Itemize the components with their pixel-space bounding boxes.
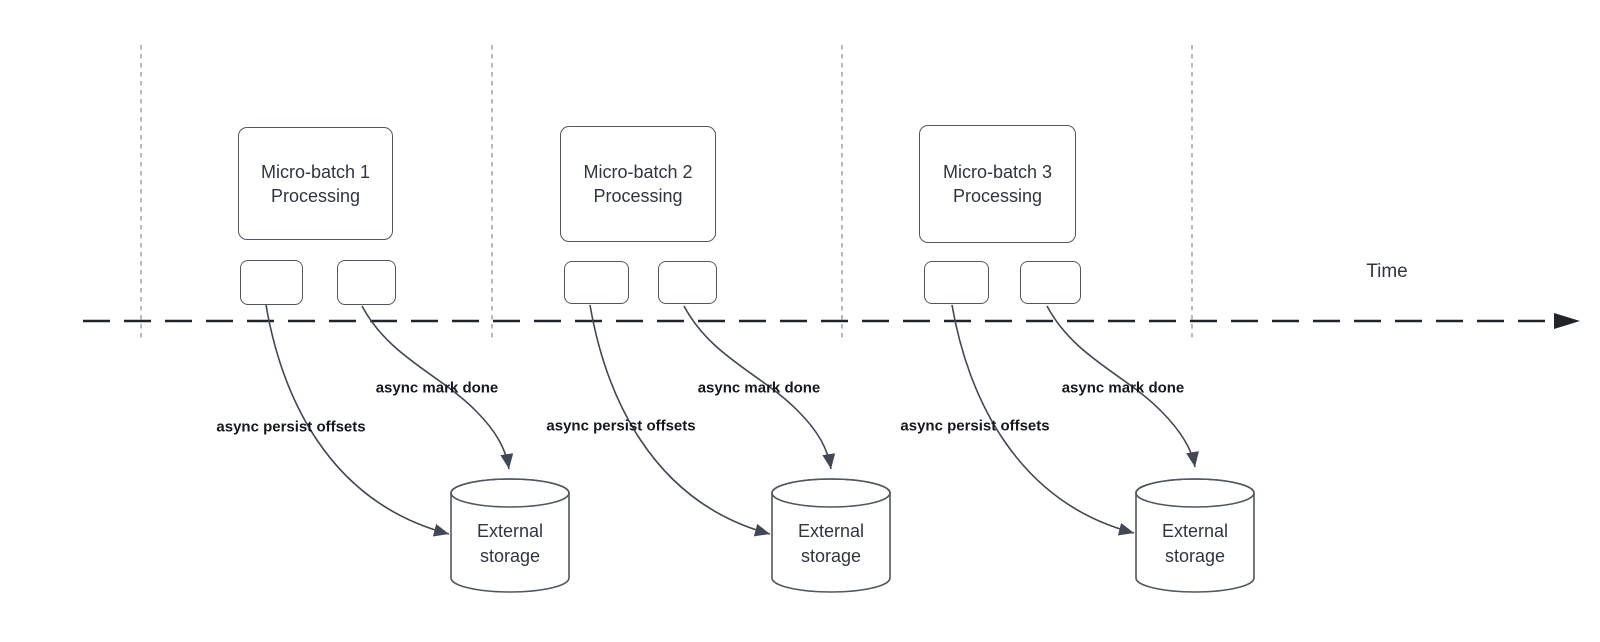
storage-cylinder-1	[450, 478, 570, 593]
task-box-3b	[1020, 261, 1081, 304]
micro-batch-3-subtitle: Processing	[952, 186, 1043, 206]
micro-batch-1-box: Micro-batch 1 Processing	[238, 127, 393, 240]
external-storage-label-1: External storage	[476, 521, 544, 566]
persist-offsets-label-2: async persist offsets	[546, 417, 696, 435]
task-box-3a	[924, 261, 989, 304]
done-arrow-3	[1046, 305, 1199, 468]
micro-batch-2-title: Micro-batch 2	[583, 162, 693, 182]
storage-cylinder-3	[1135, 478, 1255, 593]
task-box-2a	[564, 261, 629, 304]
micro-batch-2-subtitle: Processing	[593, 186, 683, 206]
mark-done-label-3: async mark done	[1061, 379, 1185, 397]
time-label: Time	[1366, 261, 1408, 282]
task-box-2b	[658, 261, 717, 304]
external-storage-label-2: External storage	[797, 521, 865, 566]
external-storage-label-3: External storage	[1161, 521, 1229, 566]
micro-batch-3-box: Micro-batch 3 Processing	[919, 125, 1076, 243]
persist-offsets-label-3: async persist offsets	[900, 417, 1050, 435]
done-arrow-2	[683, 305, 836, 470]
micro-batch-1-subtitle: Processing	[270, 185, 361, 206]
time-axis-arrowhead-icon	[1554, 313, 1580, 329]
task-box-1b	[337, 260, 396, 305]
persist-arrow-2	[589, 304, 771, 537]
persist-arrow-1	[265, 304, 450, 537]
mark-done-label-2: async mark done	[697, 379, 821, 397]
micro-batch-1-title: Micro-batch 1	[260, 161, 371, 182]
micro-batch-2-box: Micro-batch 2 Processing	[560, 126, 716, 242]
persist-arrow-3	[951, 304, 1135, 536]
storage-cylinder-2	[771, 478, 891, 593]
done-arrow-1	[361, 305, 514, 470]
persist-offsets-label-1: async persist offsets	[216, 418, 366, 436]
mark-done-label-1: async mark done	[375, 379, 499, 397]
micro-batch-3-title: Micro-batch 3	[942, 162, 1053, 182]
task-box-1a	[240, 260, 303, 305]
